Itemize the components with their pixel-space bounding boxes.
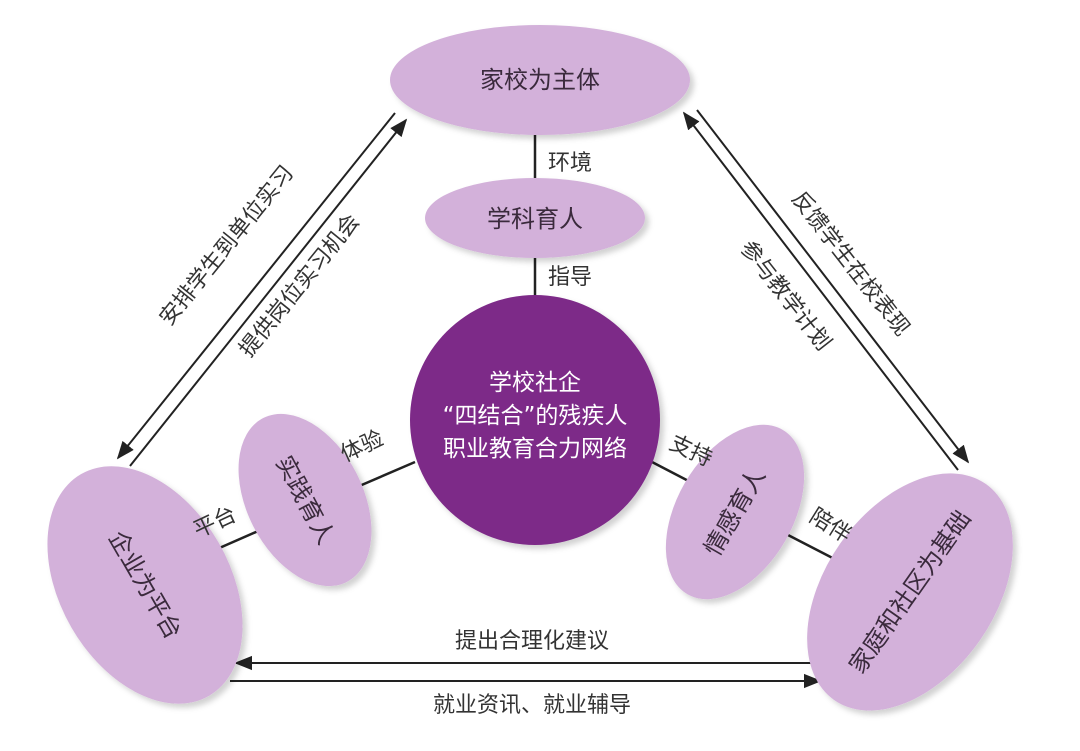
nodes (47, 25, 1013, 711)
label-environment: 环境 (548, 151, 592, 176)
node-top-label: 家校为主体 (480, 66, 600, 94)
label-guidance: 指导 (548, 265, 592, 290)
node-subject-label: 学科育人 (487, 205, 583, 233)
label-bottom-bottom: 就业资讯、就业辅导 (433, 693, 631, 718)
node-right (807, 473, 1013, 711)
node-practice (238, 413, 372, 587)
label-right-inner: 参与教学计划 (735, 236, 836, 355)
center-line-2: “四结合”的残疾人 (443, 403, 628, 429)
node-emotion (665, 424, 805, 600)
node-subject (425, 178, 645, 258)
node-left (47, 466, 243, 704)
arrows (116, 109, 970, 689)
center-line-3: 职业教育合力网络 (443, 436, 627, 462)
arrow-top-to-left (116, 112, 396, 460)
center-line-1: 学校社企 (489, 370, 581, 396)
arrow-right-to-top (682, 111, 959, 471)
node-center (410, 295, 660, 545)
label-experience: 体验 (337, 426, 387, 467)
arrow-top-to-right (696, 109, 970, 464)
arrow-left-to-top (129, 118, 408, 467)
node-top (390, 25, 690, 135)
label-bottom-top: 提出合理化建议 (455, 629, 609, 654)
